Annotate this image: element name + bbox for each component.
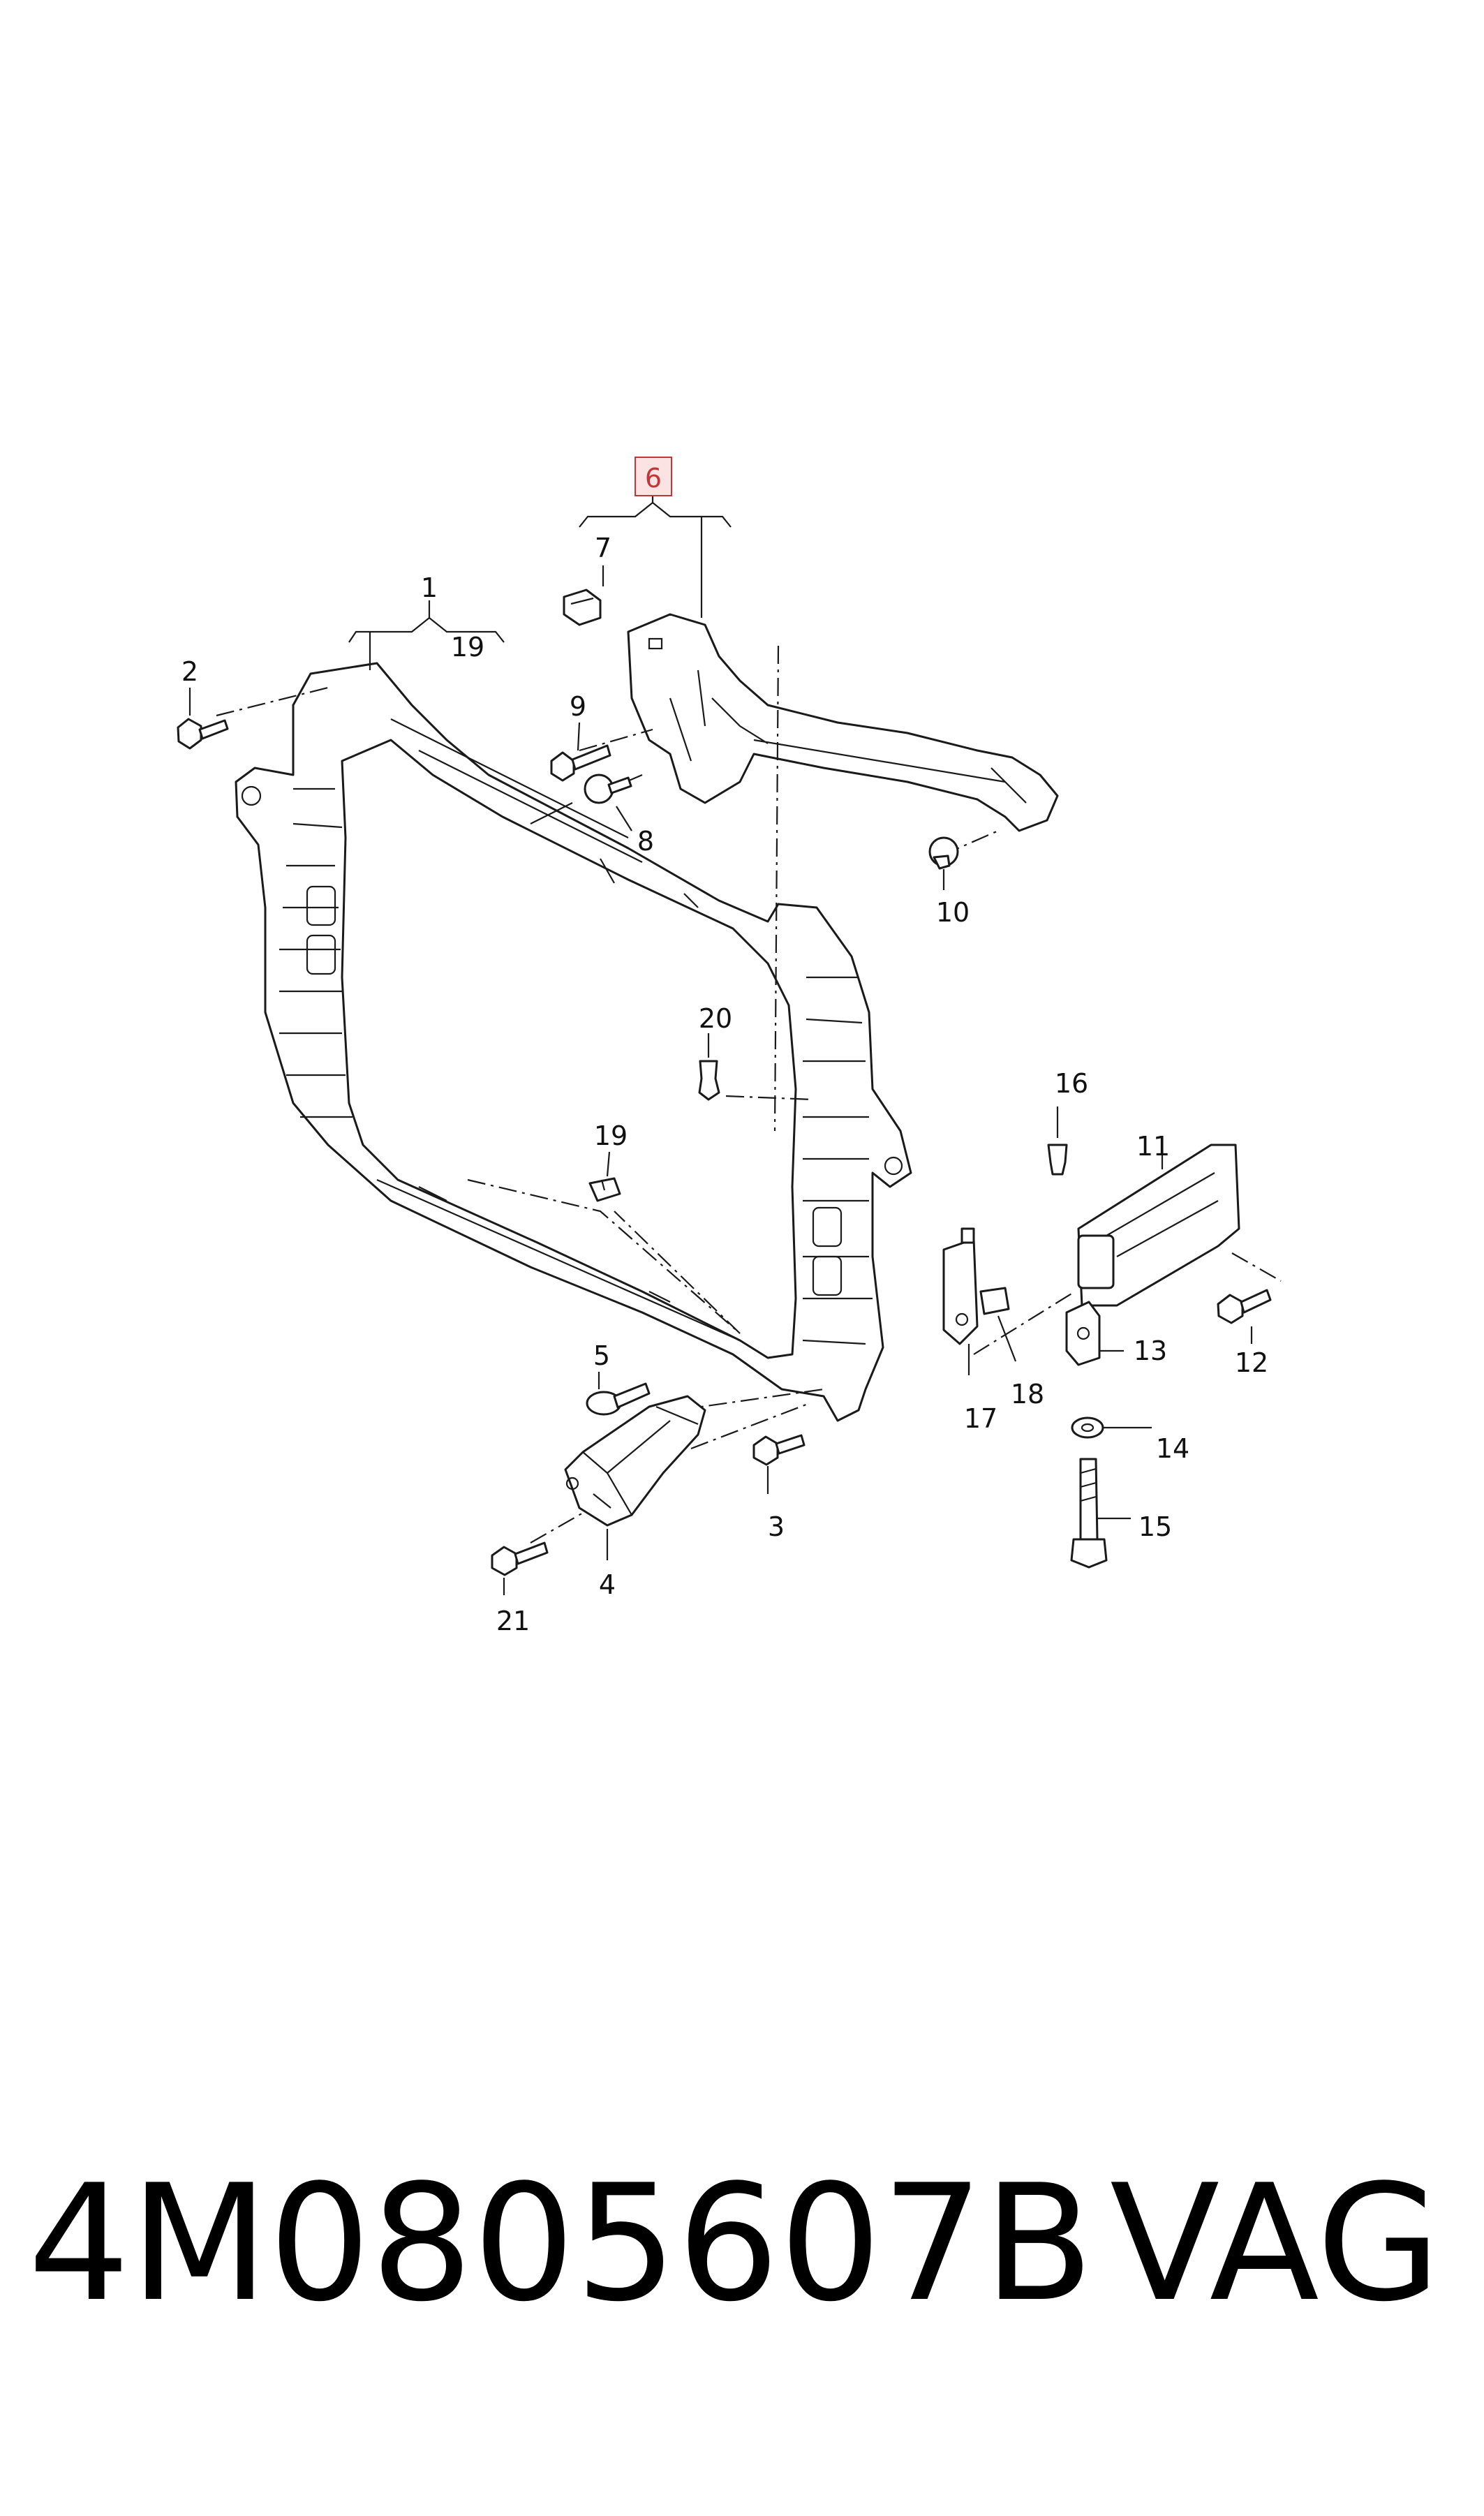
callout-15: 15 [1138,1511,1172,1542]
callout-16: 16 [1055,1068,1088,1099]
support-bracket-4 [564,1395,706,1527]
screw-9 [550,744,611,782]
callout-13: 13 [1134,1335,1167,1366]
bracket-13 [1065,1301,1101,1366]
callout-8: 8 [637,826,654,857]
callout-2: 2 [181,656,198,687]
callout-17: 17 [964,1403,997,1434]
callout-labels: 1 19 2 6 7 9 8 10 20 19 16 11 12 13 14 1… [181,463,1268,1636]
rivet-10 [928,836,959,870]
bolt-21 [491,1541,549,1576]
washer-14 [1071,1416,1104,1439]
bolt-12 [1217,1289,1272,1324]
bolt-15 [1070,1458,1108,1569]
callout-9: 9 [570,691,586,722]
leader-lines [188,496,1253,1595]
clip-20 [698,1060,720,1101]
callout-12: 12 [1235,1347,1268,1378]
part-number: 4M0805607B [28,2151,1094,2337]
callout-1: 1 [421,572,438,603]
callout-6-highlight [635,457,672,496]
clip-nut-19 [588,1177,621,1202]
callout-14: 14 [1156,1433,1189,1464]
callout-19: 19 [594,1120,628,1151]
callout-6: 6 [645,463,662,494]
nut-clip-18 [979,1287,1010,1315]
callout-5: 5 [593,1340,610,1371]
callout-18: 18 [1011,1379,1044,1409]
upper-carrier-bracket [627,613,1059,832]
callout-4: 4 [599,1569,616,1600]
callout-7: 7 [595,533,611,563]
clip-7 [563,589,602,626]
crash-box-11 [1077,1144,1240,1307]
bolt-3 [752,1434,806,1466]
callout-11: 11 [1136,1131,1170,1162]
callout-10: 10 [936,897,970,928]
callout-3: 3 [768,1511,785,1542]
callout-19-top: 19 [451,632,484,663]
lock-carrier-frame [235,662,912,1422]
screw-16 [1047,1144,1068,1176]
bracket-17 [942,1227,979,1345]
bolt-5 [586,1382,651,1416]
nut-8 [584,774,632,804]
callout-21: 21 [496,1606,530,1636]
bolt-2 [177,718,229,750]
brand-label: VAG [1110,2151,1441,2337]
callout-20: 20 [699,1003,732,1034]
